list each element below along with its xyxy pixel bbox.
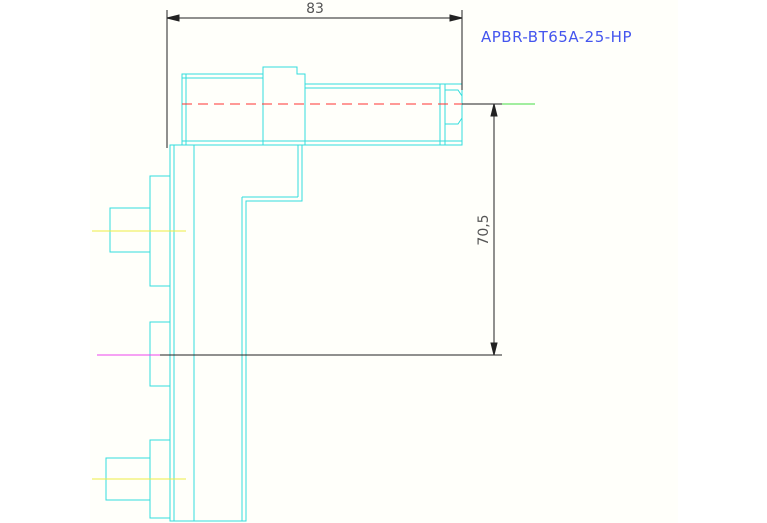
part-number-label: APBR-BT65A-25-HP [481, 28, 632, 46]
top-arm-outline [181, 66, 463, 146]
bracket-outline [169, 144, 303, 522]
width-dimension-label: 83 [306, 1, 324, 17]
drawing-sheet [90, 0, 678, 523]
height-dimension [160, 103, 502, 356]
height-dimension-label: 70,5 [476, 214, 492, 245]
width-dimension [166, 10, 463, 148]
left-fasteners [105, 175, 170, 519]
